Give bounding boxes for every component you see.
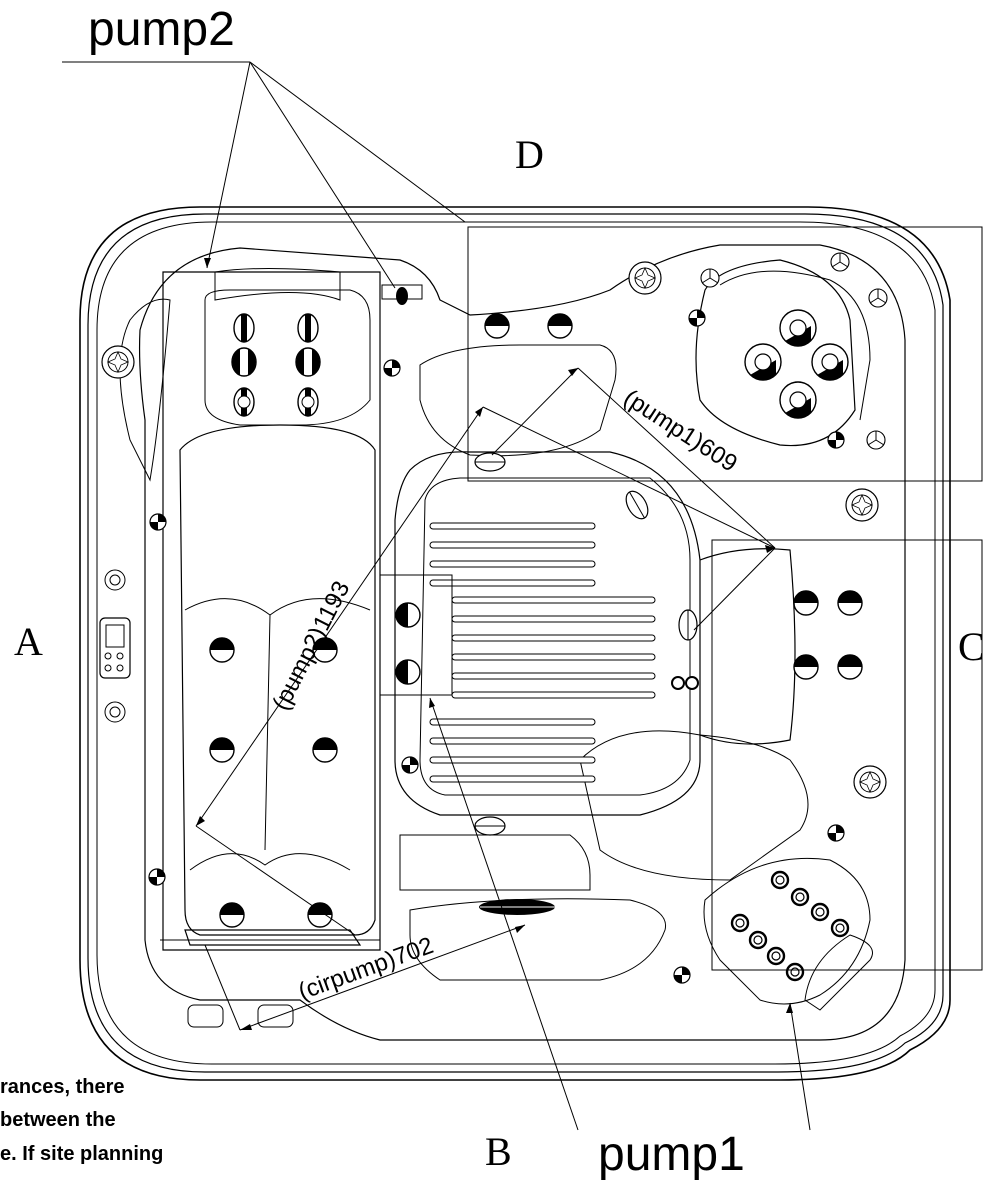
- grate-slat: [429, 756, 596, 764]
- note-line-3: e. If site planning: [0, 1143, 163, 1165]
- control-panel-icon: [99, 617, 131, 679]
- cirpump-dimension-label: (cirpump)702: [295, 932, 437, 1006]
- side-d-label: D: [515, 132, 544, 177]
- valve-icon: [381, 252, 888, 450]
- grate-slat: [429, 541, 596, 549]
- grate-slat: [429, 775, 596, 783]
- grate-slat: [429, 522, 596, 530]
- pump1-label: pump1: [598, 1128, 745, 1181]
- note-line-2: between the: [0, 1109, 116, 1131]
- captain-seat: [695, 259, 871, 447]
- grate-slat: [451, 634, 656, 642]
- jet-icon: [148, 309, 863, 984]
- foot-grate: [429, 522, 656, 783]
- lounge-seat: [160, 268, 381, 951]
- grate-slat: [451, 672, 656, 680]
- pump2-dimension-label: (pump2)1193: [267, 577, 355, 715]
- grate-slat: [451, 596, 656, 604]
- grate-slat: [429, 560, 596, 568]
- grate-slat: [451, 615, 656, 623]
- pump1-dimension-label: (pump1)609: [619, 384, 742, 477]
- dimension-lines: [62, 61, 811, 1131]
- cup-holder-icon: [101, 261, 887, 799]
- right-seats: [579, 548, 873, 1011]
- side-a-label: A: [14, 619, 43, 664]
- grate-slat: [429, 737, 596, 745]
- side-c-label: C: [958, 624, 985, 669]
- spa-shell: [79, 206, 951, 1081]
- grate-slat: [429, 579, 596, 587]
- pump2-label: pump2: [88, 3, 235, 56]
- drain-icon: [474, 452, 698, 915]
- grate-slat: [451, 653, 656, 661]
- note-line-1: rances, there: [0, 1076, 125, 1098]
- pump-zone-boxes: [379, 226, 983, 971]
- grate-slat: [451, 691, 656, 699]
- grate-slat: [429, 718, 596, 726]
- air-control-icon: [104, 569, 126, 723]
- side-b-label: B: [485, 1129, 512, 1174]
- bottom-seat: [187, 834, 667, 1028]
